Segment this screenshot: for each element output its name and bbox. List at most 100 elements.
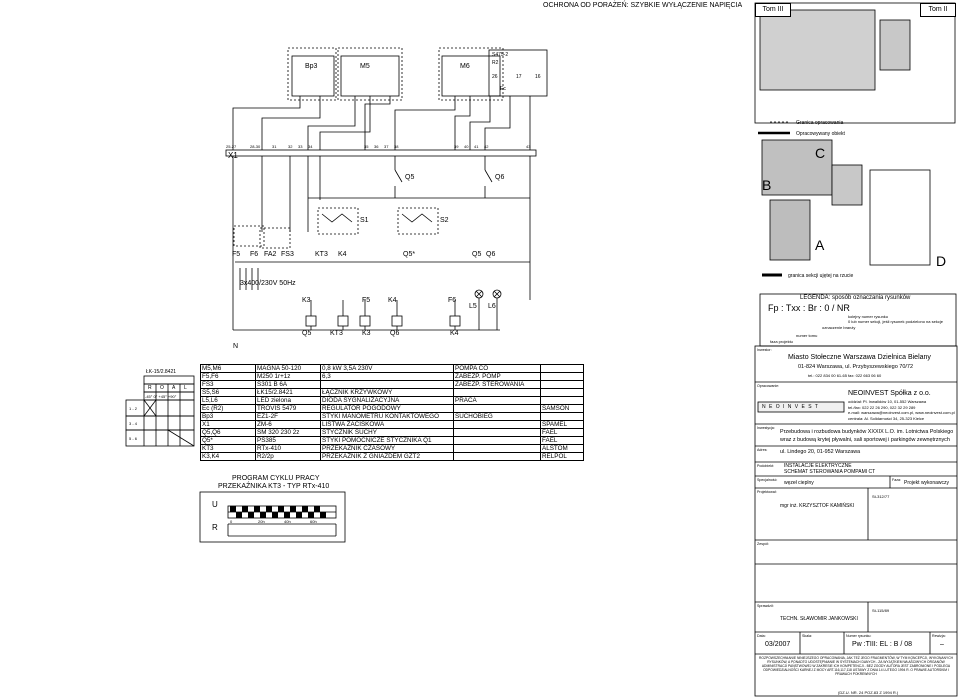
component-cell: RELPOL [540, 452, 584, 461]
roal-id: ŁK-15/2.8421 [146, 369, 177, 375]
numer-label: Numer rysunku: [846, 634, 872, 638]
component-cell: K3,K4 [200, 452, 256, 461]
roal-row: 1 - 2 [129, 406, 138, 411]
sprawdzil-name: TECHN. SŁAWOMIR JANKOWSKI [780, 616, 858, 622]
podobiekt-label: Podobiekt: [757, 464, 774, 468]
terminal-label: 37 [384, 144, 389, 149]
component-cell: ZM-6 [255, 420, 321, 429]
component-cell: STYKI POMOCNICZE STYCZNIKA Q1 [320, 436, 454, 445]
inwestycja-label: Inwestycja: [757, 426, 775, 430]
firm-address4: centrala: Al. Solidarności 34, 25-323 Ki… [848, 416, 925, 421]
terminal-label: 33 [298, 144, 303, 149]
tom-ii-label: Tom II [920, 3, 956, 17]
component-cell [453, 444, 541, 453]
component-cell [453, 420, 541, 429]
component-cell: MAGNA 50-120 [255, 364, 321, 373]
fs3-label: FS3 [281, 251, 294, 258]
terminal-label: 28-30 [250, 144, 261, 149]
zespol-label: Zespół: [757, 542, 769, 546]
terminal-label: 36 [374, 144, 379, 149]
firm-name: NEOINVEST Spółka z o.o. [848, 390, 931, 397]
tom-iii-label: Tom III [755, 3, 791, 17]
q5-coil-label: Q5 [302, 330, 312, 337]
component-cell: SM 320 230 2z [255, 428, 321, 437]
faza-value: Projekt wykonawczy [904, 480, 950, 486]
data-label: Data: [757, 634, 766, 638]
k3-coil-label: K3 [362, 330, 371, 337]
terminal-label: 31 [272, 144, 277, 149]
r2-label: R2 [492, 60, 499, 66]
component-cell: LISTWA ZACISKOWA [320, 420, 454, 429]
q6-coil-label: Q6 [390, 330, 400, 337]
section-d-label: D [936, 253, 947, 269]
q5-contact-label: Q5 [405, 174, 415, 181]
fuse-f5-label: F5 [232, 251, 241, 258]
component-cell: 0,8 kW 3,5A 230V [320, 364, 454, 373]
component-cell: X1 [200, 420, 256, 429]
component-cell [540, 388, 584, 397]
component-cell [540, 412, 584, 421]
component-cell: SAMSON [540, 404, 584, 413]
component-cell: 6,3 [320, 372, 454, 381]
component-cell: Q5,Q6 [200, 428, 256, 437]
inwestor-name: Miasto Stołeczne Warszawa Dzielnica Biel… [788, 354, 931, 361]
podobiekt-line1: INSTALACJE ELEKTRYCZNE [784, 463, 852, 469]
component-cell: L5,L6 [200, 396, 256, 405]
component-cell [453, 452, 541, 461]
component-cell: REGULATOR POGODOWY [320, 404, 454, 413]
neutral-label: N [233, 343, 239, 350]
s1-switch-label: S1 [360, 217, 369, 224]
component-cell: ZABEZP. POMP [453, 372, 541, 381]
granica-label: Granica opracowania [796, 120, 844, 126]
program-tick: 20h [258, 519, 265, 524]
copyright-notice: ROZPOWSZECHNIANIE NINIEJSZEGO OPRACOWANI… [759, 656, 953, 676]
k4-coil2-label: K4 [450, 330, 459, 337]
inwestor-label: Inwestor: [757, 348, 772, 352]
terminal-label: 32 [288, 144, 293, 149]
component-cell: RTx-410 [255, 444, 321, 453]
legenda-line4: numer tomu [796, 333, 818, 338]
program-title: PROGRAM CYKLU PRACY [232, 475, 320, 482]
component-cell: Ec (R2) [200, 404, 256, 413]
component-cell: Q5* [200, 436, 256, 445]
component-cell [540, 380, 584, 389]
firm-address1: oddział: Pl. Inwalidów 10, 01-552 Warsza… [848, 399, 927, 404]
component-cell: STYCZNIK SUCHY [320, 428, 454, 437]
component-cell: POMPA CO [453, 364, 541, 373]
component-cell: F5,F6 [200, 372, 256, 381]
terminal-label: 39 [454, 144, 459, 149]
section-c-label: C [815, 145, 826, 161]
projektowal-number: St-312/77 [872, 494, 890, 499]
adres-label: Adres: [757, 448, 768, 452]
drawing-number: Pw :TIII: EL : B / 08 [852, 641, 913, 648]
firm-address3: e-mail: warszawa@neoinvest.com.pl, www.n… [848, 410, 955, 415]
component-cell: ALSTOM [540, 444, 584, 453]
component-cell: M5,M6 [200, 364, 256, 373]
component-cell: ŁĄCZNIK KRZYWKOWY [320, 388, 454, 397]
adres-value: ul. Lindego 20, 01-952 Warszawa [780, 449, 861, 455]
program-r-label: R [212, 523, 218, 532]
terminal-strip-x1-label: X1 [228, 151, 238, 160]
firm-logo: N E O I N V E S T [762, 404, 819, 410]
component-cell: R2/2p [255, 452, 321, 461]
k3-label: K3 [302, 297, 311, 304]
legenda-line5: faza projektu [770, 339, 793, 344]
component-cell: M250 1r+1z [255, 372, 321, 381]
l5-label: L5 [469, 303, 477, 310]
rewizja-value: – [940, 641, 944, 648]
component-cell: Bp3 [200, 412, 256, 421]
component-cell: ŁK15/2.8421 [255, 388, 321, 397]
program-tick: 40h [284, 519, 291, 524]
pin-26: 26 [492, 74, 498, 80]
inwestycja-line2: wraz z budową krytej pływalni, sali spor… [780, 437, 950, 443]
legenda-line3: oznaczenie branży [822, 325, 856, 330]
component-cell: DIODA SYGNALIZACYJNA [320, 396, 454, 405]
component-cell [320, 380, 454, 389]
